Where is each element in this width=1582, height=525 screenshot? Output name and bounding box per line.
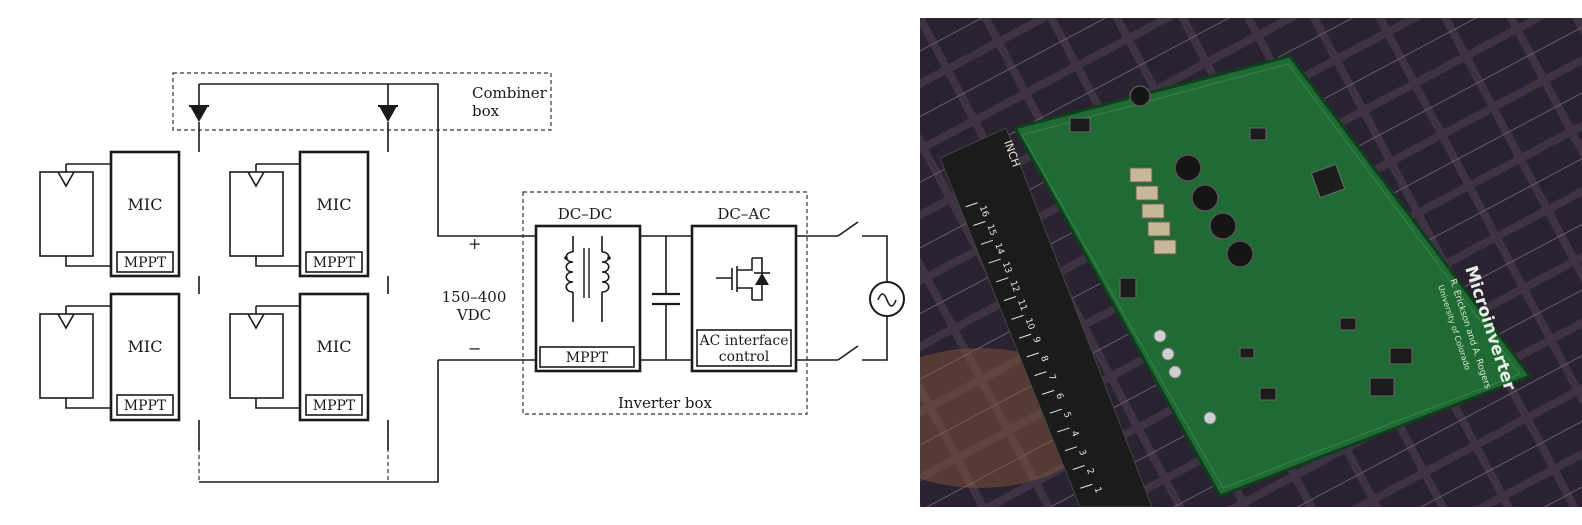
ruler-number: 15 bbox=[984, 223, 997, 237]
push-buttons bbox=[1153, 329, 1217, 425]
ruler-tick bbox=[1003, 296, 1017, 302]
ruler-tick bbox=[1026, 352, 1039, 358]
ruler-tick bbox=[973, 221, 986, 227]
pcb-board bbox=[1012, 54, 1533, 498]
plus-sign: + bbox=[468, 234, 481, 253]
bus-voltage-1: 150–400 bbox=[442, 288, 507, 306]
dcdc-mppt-label: MPPT bbox=[566, 350, 609, 366]
ruler-number: 4 bbox=[1069, 430, 1080, 439]
pv-module-1: MIC MPPT bbox=[39, 150, 181, 278]
dcdc-block bbox=[534, 224, 642, 373]
ruler-tick bbox=[1041, 389, 1055, 395]
ruler-number: 10 bbox=[1023, 317, 1036, 331]
mic-label-1: MIC bbox=[128, 195, 163, 214]
mic-label-2: MIC bbox=[317, 195, 352, 214]
chips bbox=[1069, 117, 1413, 401]
pv-module-4: MIC MPPT bbox=[229, 292, 370, 422]
combiner-label-1: Combiner bbox=[472, 84, 548, 102]
bus-voltage-2: VDC bbox=[456, 306, 491, 324]
ruler-tick bbox=[988, 258, 1001, 264]
mppt-label-2: MPPT bbox=[313, 255, 356, 271]
ruler-tick bbox=[1072, 464, 1085, 470]
ruler-number: 16 bbox=[977, 204, 990, 218]
mic-block-2 bbox=[298, 150, 370, 278]
ruler-number: 13 bbox=[1000, 261, 1013, 275]
ruler-tick bbox=[980, 239, 994, 245]
ruler-tick bbox=[1057, 427, 1070, 433]
minus-sign: − bbox=[468, 339, 481, 358]
diode-left bbox=[189, 84, 209, 152]
ruler-tick bbox=[1011, 314, 1024, 320]
ac-source-icon bbox=[869, 281, 905, 317]
inverter-label: Inverter box bbox=[618, 394, 713, 412]
pv-module-2: MIC MPPT bbox=[229, 150, 370, 278]
mic-block-1 bbox=[109, 150, 181, 278]
mic-block-4 bbox=[298, 292, 370, 422]
dcdc-label: DC–DC bbox=[558, 205, 613, 223]
ac-interface-2: control bbox=[719, 349, 770, 365]
dcac-block bbox=[690, 224, 798, 373]
ruler-tick bbox=[965, 202, 978, 208]
ruler-number: 5 bbox=[1061, 411, 1072, 420]
ruler-tick bbox=[1019, 333, 1032, 339]
ruler-number: 2 bbox=[1084, 467, 1095, 476]
transformer-icon bbox=[564, 236, 611, 322]
ruler-tick bbox=[1080, 483, 1093, 489]
mic-block-3 bbox=[109, 292, 181, 422]
ac-interface-1: AC interface bbox=[698, 333, 788, 349]
capacitor-icon bbox=[652, 292, 680, 306]
mppt-label-3: MPPT bbox=[124, 398, 167, 414]
mic-label-4: MIC bbox=[317, 337, 352, 356]
ruler-number: 6 bbox=[1053, 392, 1064, 401]
switch-top bbox=[837, 221, 859, 237]
mppt-label-1: MPPT bbox=[124, 255, 167, 271]
mosfet-icon bbox=[716, 257, 770, 301]
ruler-tick bbox=[1034, 371, 1047, 377]
mic-label-3: MIC bbox=[128, 337, 163, 356]
microinverter-board-photo: Microinverter R. Erickson and A. Rogers … bbox=[920, 18, 1582, 507]
ruler bbox=[939, 127, 1153, 507]
inductors bbox=[1129, 85, 1254, 268]
capacitors bbox=[1129, 167, 1177, 255]
ruler-number: 3 bbox=[1076, 448, 1087, 457]
ruler-tick bbox=[1064, 446, 1078, 452]
microinverter-system-diagram: Combiner box MIC MPPT MIC MPPT bbox=[39, 72, 905, 483]
inverter-box bbox=[522, 191, 808, 415]
combiner-box bbox=[172, 72, 552, 131]
ruler-number: 9 bbox=[1030, 336, 1041, 345]
ruler-number: 8 bbox=[1038, 354, 1049, 363]
ruler-number: 14 bbox=[992, 242, 1005, 256]
ruler-number: 1 bbox=[1092, 486, 1103, 495]
pv-module-3: MIC MPPT bbox=[39, 292, 181, 422]
ruler-tick bbox=[1049, 408, 1062, 414]
switch-bottom bbox=[837, 345, 859, 361]
mppt-label-4: MPPT bbox=[313, 398, 356, 414]
ruler-tick bbox=[996, 277, 1009, 283]
ruler-number: 11 bbox=[1015, 298, 1028, 312]
ruler-number: 12 bbox=[1007, 279, 1020, 293]
diode-right bbox=[378, 84, 398, 152]
combiner-label-2: box bbox=[472, 102, 500, 120]
ruler-number: 7 bbox=[1046, 373, 1057, 382]
dcac-label: DC–AC bbox=[717, 205, 770, 223]
